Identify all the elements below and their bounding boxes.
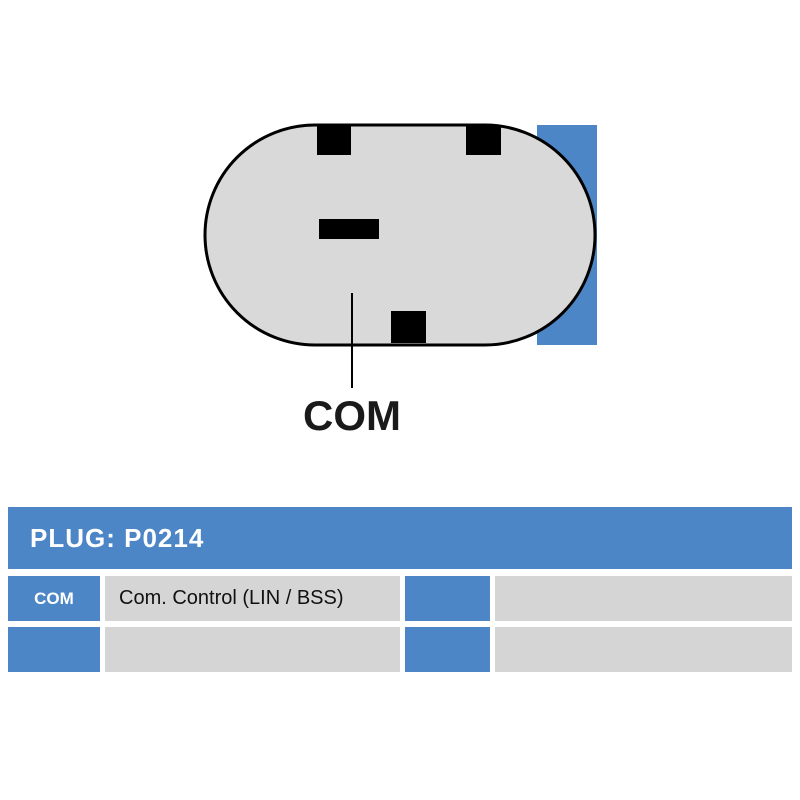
plug-table: PLUG: P0214 COM Com. Control (LIN / BSS) [8,507,792,672]
spacer-cell [495,576,792,621]
key-tab-top-left-icon [317,125,351,155]
spacer-cell [405,576,490,621]
table-row: COM Com. Control (LIN / BSS) [8,576,792,621]
plug-title: PLUG: P0214 [30,522,205,553]
pin-cell: COM [8,576,100,621]
connector-body-icon [203,123,597,347]
description-cell [105,627,400,672]
spacer-cell [495,627,792,672]
description-cell: Com. Control (LIN / BSS) [105,576,400,621]
key-tab-top-right-icon [466,125,501,155]
key-tab-bottom-icon [391,311,426,343]
pin-slot-center-icon [319,219,379,239]
pin-cell [8,627,100,672]
spacer-cell [405,627,490,672]
table-row [8,627,792,672]
connector-diagram: COM [203,123,597,439]
plug-table-header: PLUG: P0214 [8,507,792,569]
pin-label: COM [303,392,401,439]
